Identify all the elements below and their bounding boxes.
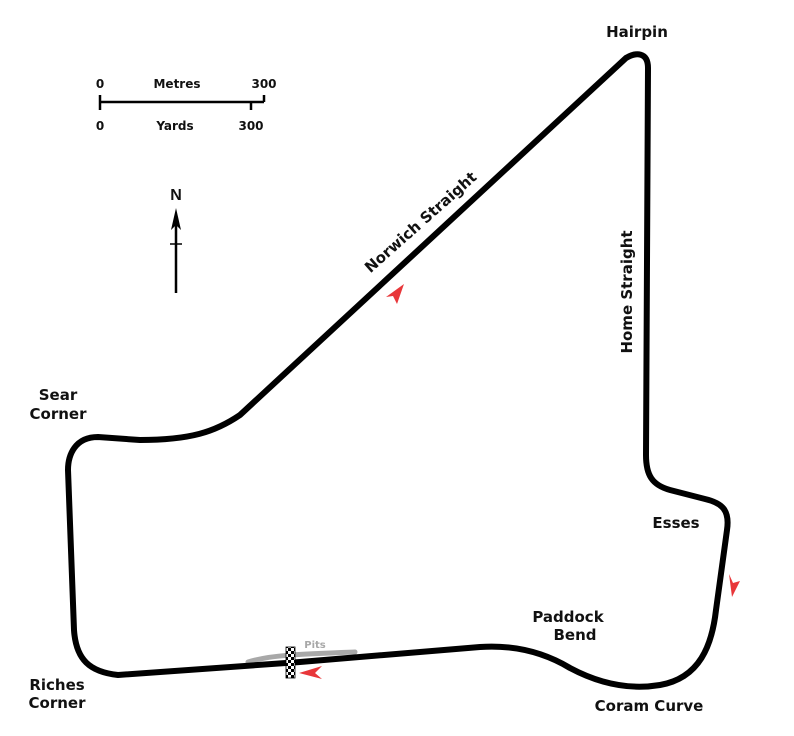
yards-start-label: 0 [96, 119, 104, 133]
label-riches-corner-line1: Riches [29, 676, 84, 694]
label-pits: Pits [304, 640, 326, 651]
metres-label: Metres [153, 77, 200, 91]
checkered-flag-icon [285, 646, 296, 679]
scale-bar: 0 Metres 300 0 Yards 300 [96, 77, 277, 133]
metres-end-label: 300 [251, 77, 276, 91]
label-paddock-bend-line1: Paddock [532, 608, 604, 626]
direction-arrow-icon [386, 284, 404, 304]
label-coram-curve: Coram Curve [595, 697, 704, 715]
direction-arrow-icon [299, 666, 322, 679]
yards-label: Yards [155, 119, 193, 133]
label-norwich-straight: Norwich Straight [361, 168, 480, 276]
direction-arrow-icon [729, 574, 740, 597]
label-home-straight: Home Straight [618, 230, 636, 353]
label-paddock-bend-line2: Bend [553, 626, 596, 644]
label-hairpin: Hairpin [606, 23, 668, 41]
metres-start-label: 0 [96, 77, 104, 91]
track-outline [65, 51, 731, 690]
yards-end-label: 300 [238, 119, 263, 133]
label-esses: Esses [652, 514, 699, 532]
label-sear-corner-line1: Sear [39, 386, 78, 404]
north-arrow-icon: N [170, 187, 182, 293]
label-sear-corner-line2: Corner [30, 405, 88, 423]
north-label: N [170, 187, 182, 204]
label-riches-corner-line2: Corner [29, 694, 87, 712]
